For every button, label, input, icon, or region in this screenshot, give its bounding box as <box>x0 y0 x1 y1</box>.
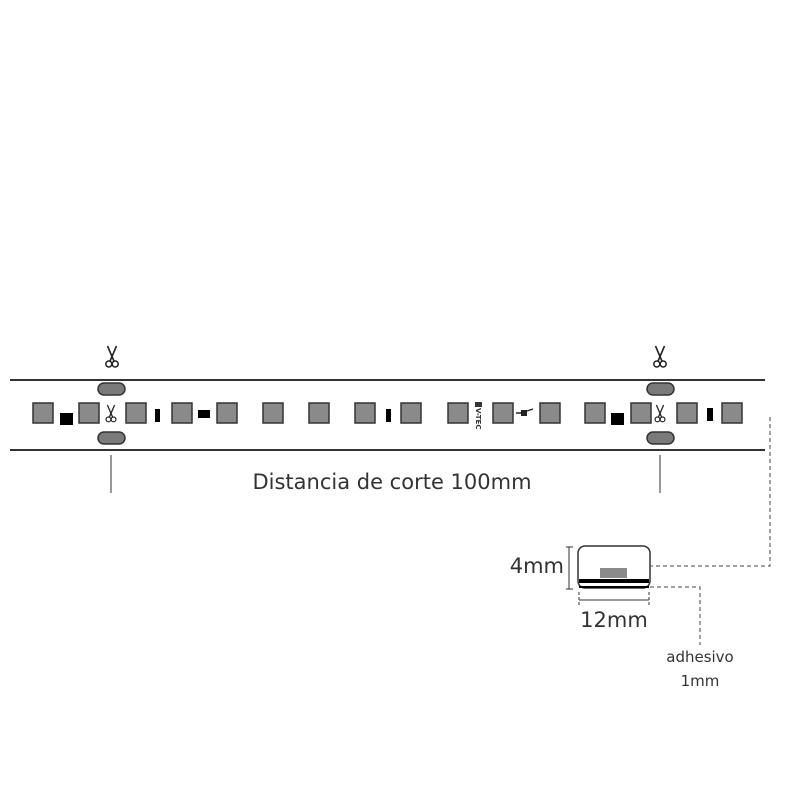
scissors-icon <box>654 404 666 423</box>
led <box>32 402 54 424</box>
adhesive-leader-line <box>650 586 701 645</box>
resistor <box>386 409 391 422</box>
resistor <box>707 408 713 421</box>
profile-adhesive <box>579 586 649 588</box>
led <box>676 402 698 424</box>
height-dimension <box>566 546 573 590</box>
solder-pad <box>97 382 126 396</box>
led <box>492 402 514 424</box>
solder-pad <box>646 431 675 445</box>
led <box>630 402 652 424</box>
resistor <box>60 413 73 425</box>
resistor <box>611 413 624 425</box>
brand-logo: V-TEC <box>474 402 482 429</box>
brand-logo-text: V-TEC <box>474 408 482 429</box>
resistor <box>155 409 160 422</box>
adhesive-thickness-label: 1mm <box>681 672 720 690</box>
plug-icon <box>516 408 534 416</box>
height-label: 4mm <box>510 554 564 578</box>
profile-led <box>600 568 627 578</box>
width-dimension <box>578 592 650 605</box>
led <box>721 402 743 424</box>
led <box>125 402 147 424</box>
led <box>584 402 606 424</box>
resistor <box>198 410 210 418</box>
led <box>400 402 422 424</box>
led <box>354 402 376 424</box>
led-row <box>32 402 743 424</box>
led <box>308 402 330 424</box>
scissors-icon <box>105 345 119 368</box>
led <box>216 402 238 424</box>
adhesive-label: adhesivo <box>666 648 734 666</box>
cut-distance-label: Distancia de corte 100mm <box>252 470 531 494</box>
led <box>171 402 193 424</box>
led <box>539 402 561 424</box>
scissors-icon <box>105 404 117 423</box>
solder-pad <box>97 431 126 445</box>
led <box>447 402 469 424</box>
leader-line <box>651 417 771 567</box>
cross-section <box>577 545 651 589</box>
solder-pad <box>646 382 675 396</box>
resistor-row <box>60 408 713 425</box>
led <box>262 402 284 424</box>
scissors-icon <box>652 345 668 368</box>
profile-pcb <box>579 579 649 583</box>
led <box>78 402 100 424</box>
width-label: 12mm <box>580 608 648 632</box>
